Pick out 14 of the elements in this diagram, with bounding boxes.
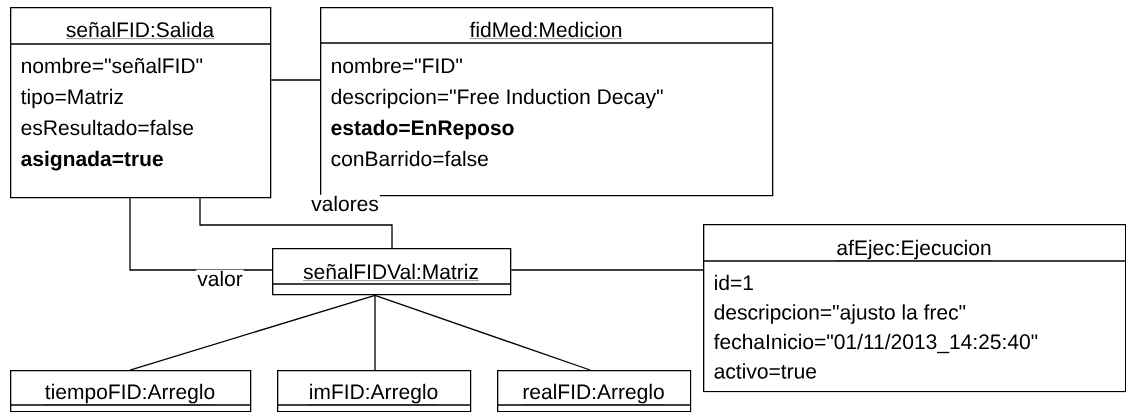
object-box: señalFIDVal:Matriz: [271, 248, 512, 296]
association-line: [129, 197, 273, 271]
association-line: [129, 294, 376, 371]
association-line: [374, 294, 591, 371]
association-line: [270, 79, 321, 81]
object-box: tiempoFID:Arreglo: [9, 370, 252, 412]
object-box: señalFID:Salida nombre="señalFID" tipo=Matriz esResultado=false asignada=true: [9, 7, 272, 199]
object-box: realFID:Arreglo: [496, 370, 692, 412]
association-line: [199, 197, 393, 249]
association-line: [510, 269, 704, 271]
edge-label: valores: [310, 194, 380, 213]
association-line: [374, 294, 376, 371]
object-box: afEjec:Ejecucion id=1 descripcion="ajusto la frec" fechaInicio="01/11/2013_14:25:40" activo=true: [702, 224, 1126, 393]
object-box: imFID:Arreglo: [276, 370, 472, 412]
